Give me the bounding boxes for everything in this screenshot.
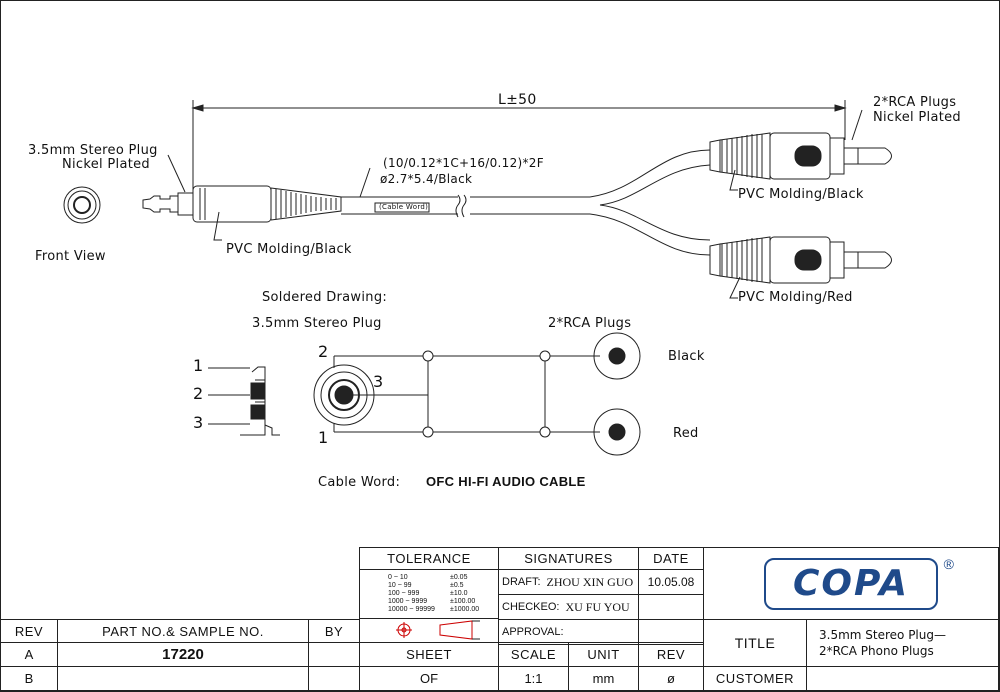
- left-plug-label-2: Nickel Plated: [62, 157, 150, 172]
- customer-label: CUSTOMER: [703, 666, 807, 691]
- scale-header: SCALE: [498, 642, 569, 667]
- part-number: 17220: [57, 642, 309, 667]
- row-b: B: [0, 666, 58, 691]
- front-view-label: Front View: [35, 249, 106, 264]
- rev2-header: REV: [638, 642, 704, 667]
- tolerance-row: 10000 ~ 99999±1000.00: [388, 606, 480, 613]
- plug-pin-1: 1: [193, 356, 204, 375]
- cable-spec-1: (10/0.12*1C+16/0.12)*2F: [383, 156, 544, 170]
- unit-value: mm: [568, 666, 639, 691]
- cable-word-on-cable: (Cable Word): [379, 203, 429, 211]
- by-a: [308, 642, 360, 667]
- length-label: L±50: [498, 92, 537, 108]
- left-plug-label-1: 3.5mm Stereo Plug: [28, 143, 158, 158]
- logo-text: COPA: [793, 563, 909, 604]
- plug-pin-3: 3: [193, 413, 204, 432]
- title-label: TITLE: [703, 619, 807, 667]
- checked-cell: CHECKEO: XU FU YOU: [498, 594, 639, 620]
- soldered-stereo-plug: 3.5mm Stereo Plug: [252, 316, 382, 331]
- projection-symbol-cell: [359, 619, 499, 643]
- soldered-rca-plugs: 2*RCA Plugs: [548, 316, 632, 331]
- rev2-value: ø: [638, 666, 704, 691]
- rev-header: REV: [0, 619, 58, 643]
- cable-spec-2: ø2.7*5.4/Black: [380, 172, 473, 186]
- right-plug-label-2: Nickel Plated: [873, 110, 961, 125]
- tolerance-row: 10 ~ 99±0.5: [388, 582, 464, 589]
- by-header: BY: [308, 619, 360, 643]
- logo-cell: COPA ®: [703, 547, 999, 620]
- left-molding-label: PVC Molding/Black: [226, 242, 352, 257]
- tolerance-table: 0 ~ 10±0.05 10 ~ 99±0.5 100 ~ 999±10.0 1…: [359, 569, 499, 619]
- draft-cell: DRAFT: ZHOU XIN GUO: [498, 569, 639, 595]
- cable-word-label: Cable Word:: [318, 475, 401, 490]
- sheet-header: SHEET: [359, 642, 499, 667]
- right-plug-label-1: 2*RCA Plugs: [873, 95, 957, 110]
- red-label: Red: [673, 426, 699, 441]
- rca-black-molding-label: PVC Molding/Black: [738, 187, 864, 202]
- signatures-header: SIGNATURES: [498, 547, 639, 570]
- part-header: PART NO.& SAMPLE NO.: [57, 619, 309, 643]
- front-view-outer: [63, 186, 101, 224]
- unit-header: UNIT: [568, 642, 639, 667]
- black-label: Black: [668, 349, 705, 364]
- title-value: 3.5mm Stereo Plug— 2*RCA Phono Plugs: [806, 619, 999, 667]
- rca-red-molding-label: PVC Molding/Red: [738, 290, 853, 305]
- tolerance-row: 1000 ~ 9999±100.00: [388, 598, 476, 605]
- scale-value: 1:1: [498, 666, 569, 691]
- jack-pin-2: 2: [318, 342, 329, 361]
- tolerance-row: 0 ~ 10±0.05: [388, 574, 468, 581]
- tolerance-row: 100 ~ 999±10.0: [388, 590, 468, 597]
- part-b: [57, 666, 309, 691]
- registered-mark: ®: [943, 555, 954, 572]
- jack-pin-3: 3: [373, 372, 384, 391]
- row-a: A: [0, 642, 58, 667]
- rca-red: [709, 236, 892, 284]
- sheet-value: OF: [359, 666, 499, 691]
- cable-word-value: OFC HI-FI AUDIO CABLE: [426, 474, 586, 489]
- draft-name: ZHOU XIN GUO: [546, 574, 634, 589]
- checked-date: [638, 594, 704, 620]
- by-b: [308, 666, 360, 691]
- soldered-title: Soldered Drawing:: [262, 290, 388, 305]
- draft-date: 10.05.08: [638, 569, 704, 595]
- plug-pin-2: 2: [193, 384, 204, 403]
- date-header: DATE: [638, 547, 704, 570]
- title-line-1: 3.5mm Stereo Plug—: [819, 628, 946, 642]
- copa-logo: COPA ®: [764, 556, 954, 610]
- checked-name: XU FU YOU: [565, 599, 630, 614]
- title-line-2: 2*RCA Phono Plugs: [819, 644, 934, 658]
- customer-value: [806, 666, 999, 691]
- jack-pin-1: 1: [318, 428, 329, 447]
- tolerance-header: TOLERANCE: [359, 547, 499, 570]
- rca-black: [709, 132, 892, 180]
